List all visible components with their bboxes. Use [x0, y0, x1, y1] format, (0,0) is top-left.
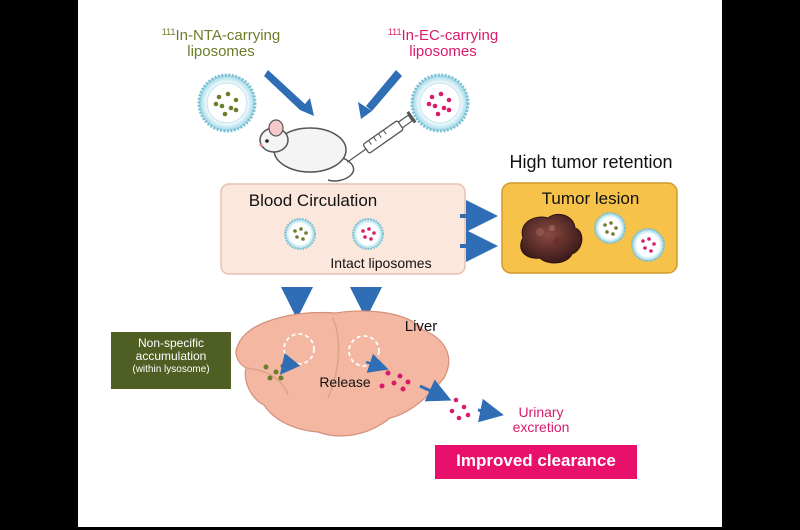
- excreted-particles: [449, 397, 471, 421]
- improved-clearance-label: Improved clearance: [456, 451, 616, 470]
- tumor-nta-liposome-icon: [594, 212, 626, 244]
- excretion-arrow: [477, 398, 504, 423]
- liver-arrow-green: [279, 353, 301, 375]
- intact-liposomes-label: Intact liposomes: [330, 255, 432, 271]
- ec-label-line2: liposomes: [409, 42, 477, 60]
- diagram-graphics: [111, 70, 678, 479]
- blood-circulation-label: Blood Circulation: [248, 191, 378, 210]
- nta-liposome-label: 111In-NTA-carrying liposomes: [136, 27, 306, 60]
- figure-canvas: 111In-NTA-carrying liposomes 111In-EC-ca…: [78, 0, 722, 527]
- lysosome-outline-2: [348, 335, 380, 367]
- nonspecific-line1: Non-specific: [137, 336, 205, 350]
- ec-label-line1: In-EC-carrying: [401, 27, 499, 44]
- high-tumor-retention-label: High tumor retention: [509, 152, 673, 172]
- tumor-lesion-label: Tumor lesion: [541, 189, 640, 208]
- nonspecific-line2: accumulation: [135, 348, 207, 363]
- blood-circulation-box: [220, 183, 466, 275]
- release-arrow: [419, 379, 452, 402]
- release-label: Release: [319, 374, 371, 390]
- liver-ec-particles: [379, 370, 411, 392]
- tumor-ec-liposome-icon: [631, 228, 665, 262]
- mouse-illustration: [259, 119, 355, 182]
- liver-arrow-pink: [365, 353, 389, 373]
- nonspecific-box: [111, 332, 231, 389]
- improved-clearance-box: [435, 445, 637, 479]
- nta-label-line2: liposomes: [187, 42, 255, 60]
- nonspecific-line3: (within lysosome): [132, 364, 210, 376]
- syringe-illustration: [346, 110, 417, 163]
- converging-arrows: [264, 70, 402, 119]
- tumor-illustration: [520, 213, 583, 264]
- ec-isotope-superscript: 111: [387, 27, 402, 37]
- ec-liposome-icon: [410, 73, 470, 133]
- nta-isotope-superscript: 111: [161, 27, 176, 37]
- urinary-line2: excretion: [512, 418, 570, 435]
- ec-liposome-label: 111In-EC-carrying liposomes: [358, 27, 528, 60]
- urinary-excretion-label: Urinary excretion: [496, 405, 586, 434]
- nonspecific-label: Non-specific accumulation (within lysoso…: [111, 337, 231, 376]
- blood-ec-liposome-icon: [352, 218, 384, 250]
- urinary-line1: Urinary: [518, 404, 564, 420]
- nta-label-line1: In-NTA-carrying: [175, 27, 281, 44]
- liver-illustration: [235, 310, 450, 437]
- liver-label: Liver: [404, 318, 438, 335]
- blood-nta-liposome-icon: [284, 218, 316, 250]
- nta-liposome-icon: [197, 73, 257, 133]
